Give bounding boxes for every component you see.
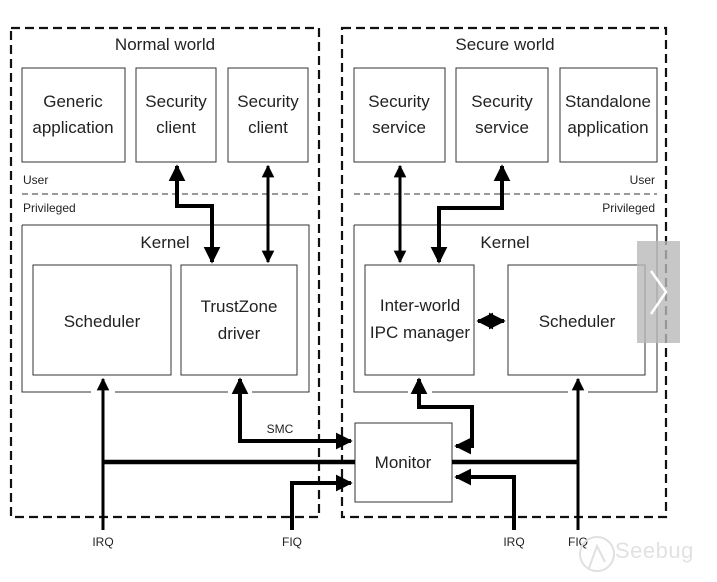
svg-text:Scheduler: Scheduler: [539, 312, 616, 331]
secure-user-label: User: [630, 173, 655, 187]
secure-privileged-label: Privileged: [602, 201, 655, 215]
arrow-smc: [231, 377, 353, 450]
svg-text:Monitor: Monitor: [375, 453, 432, 472]
secure-app-standalone-application: Standalone application: [559, 67, 658, 163]
secure-irq-arrow: [454, 468, 516, 530]
svg-text:Security: Security: [145, 92, 207, 111]
seebug-logo-icon: [579, 536, 615, 572]
secure-scheduler: Scheduler: [507, 264, 646, 376]
svg-text:Inter-world: Inter-world: [380, 296, 460, 315]
svg-text:client: client: [248, 118, 288, 137]
svg-text:Security: Security: [471, 92, 533, 111]
watermark-text: Seebug: [615, 538, 694, 563]
svg-text:IPC manager: IPC manager: [370, 323, 470, 342]
arrow-ipc-monitor: [410, 377, 474, 455]
normal-irq-label: IRQ: [92, 535, 113, 549]
trustzone-driver: TrustZone driver: [180, 264, 298, 376]
normal-world-title: Normal world: [115, 35, 215, 54]
secure-world-title: Secure world: [455, 35, 554, 54]
svg-text:client: client: [156, 118, 196, 137]
monitor: Monitor: [354, 422, 453, 503]
svg-text:Security: Security: [237, 92, 299, 111]
secure-irq-label: IRQ: [503, 535, 524, 549]
chevron-right-icon: [649, 270, 668, 315]
arrow-client1-driver: [168, 164, 221, 264]
svg-text:Kernel: Kernel: [480, 233, 529, 252]
svg-text:service: service: [475, 118, 529, 137]
normal-fiq-label: FIQ: [282, 535, 302, 549]
arrow-service2-ipc: [430, 164, 511, 264]
svg-text:Kernel: Kernel: [140, 233, 189, 252]
normal-privileged-label: Privileged: [23, 201, 76, 215]
secure-app-security-service-1: Security service: [353, 67, 446, 163]
normal-app-security-client-1: Security client: [135, 67, 217, 163]
normal-scheduler: Scheduler: [32, 264, 172, 376]
svg-text:application: application: [567, 118, 648, 137]
svg-text:TrustZone: TrustZone: [201, 297, 278, 316]
normal-world-boundary: [9, 26, 321, 519]
svg-text:service: service: [372, 118, 426, 137]
seebug-watermark: Seebug: [575, 532, 715, 577]
smc-label: SMC: [267, 422, 294, 436]
normal-app-generic-application: Generic application: [21, 67, 126, 163]
secure-app-security-service-2: Security service: [455, 67, 549, 163]
svg-text:driver: driver: [218, 324, 261, 343]
svg-text:Generic: Generic: [43, 92, 103, 111]
next-image-button[interactable]: [637, 241, 680, 343]
svg-text:Scheduler: Scheduler: [64, 312, 141, 331]
svg-text:Security: Security: [368, 92, 430, 111]
normal-app-security-client-2: Security client: [227, 67, 309, 163]
normal-fiq-arrow: [290, 474, 353, 530]
inter-world-ipc-manager: Inter-world IPC manager: [364, 264, 475, 376]
normal-user-label: User: [23, 173, 48, 187]
svg-text:application: application: [32, 118, 113, 137]
svg-text:Standalone: Standalone: [565, 92, 651, 111]
